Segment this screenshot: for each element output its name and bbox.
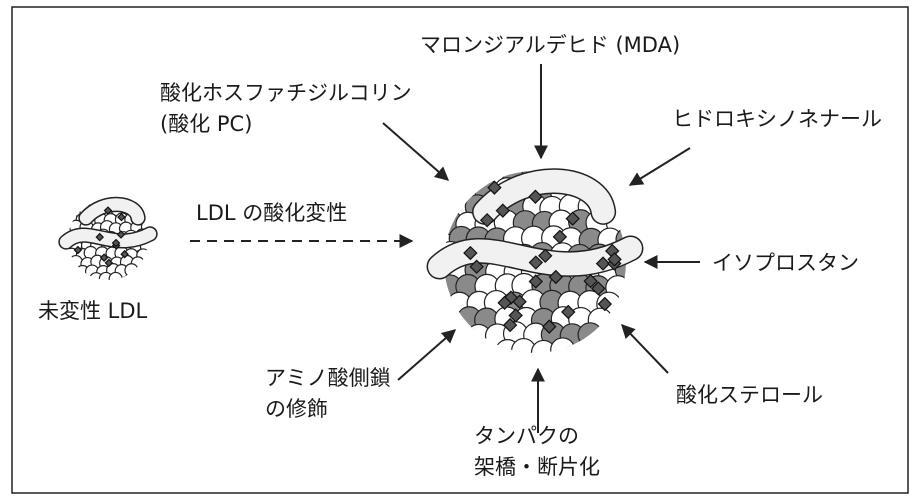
native-ldl-particle xyxy=(58,196,158,280)
oxidation-product-marker xyxy=(597,296,613,312)
oxidation-product-marker xyxy=(111,238,121,248)
lipid-sphere xyxy=(550,337,576,353)
label-mda: マロンジアルデヒド (MDA) xyxy=(420,33,680,57)
oxidation-product-marker xyxy=(99,253,109,262)
oxidized-ldl-particle xyxy=(426,168,644,353)
oxidation-product-marker xyxy=(512,294,527,309)
oxidation-product-marker xyxy=(495,203,511,218)
label-protein-line1: タンパクの xyxy=(474,424,579,448)
apob-ribbon xyxy=(473,169,615,224)
oxidation-product-marker xyxy=(508,308,523,323)
label-amino-acid-line1: アミノ酸側鎖 xyxy=(265,366,391,390)
oxidation-product-marker xyxy=(591,281,606,296)
oxidation-product-marker xyxy=(561,304,576,320)
oxidation-product-marker xyxy=(117,212,126,222)
label-hne: ヒドロキシノネナール xyxy=(672,107,882,131)
diagram-frame xyxy=(11,6,909,494)
oxidation-product-marker xyxy=(595,256,611,271)
apob-ribbon xyxy=(59,227,157,249)
oxidation-product-marker xyxy=(565,211,580,226)
oxidation-product-marker xyxy=(95,232,105,242)
oxidized-lipid-sphere xyxy=(577,322,603,348)
label-native-ldl: 未変性 LDL xyxy=(38,299,148,323)
oxidation-product-marker xyxy=(479,212,495,228)
label-oxidized-sterol: 酸化ステロール xyxy=(676,383,823,407)
arrow-amino-acid xyxy=(397,329,457,381)
label-protein-line2: 架橋・断片化 xyxy=(474,455,600,479)
arrow-oxidized-sterol xyxy=(621,323,669,374)
apob-ribbon xyxy=(79,198,145,225)
label-oxidized-pc-line2: (酸化 PC) xyxy=(160,112,252,136)
oxidation-product-marker xyxy=(552,229,568,245)
oxidation-product-marker xyxy=(538,248,553,264)
lipid-sphere xyxy=(124,263,139,278)
oxidation-product-marker xyxy=(542,319,557,334)
label-isoprostane: イソプロスタン xyxy=(712,251,859,275)
lipid-sphere xyxy=(108,271,123,280)
oxidation-product-marker xyxy=(469,259,484,274)
label-oxidized-pc-line1: 酸化ホスファチジルコリン xyxy=(160,81,412,105)
arrow-oxidized-pc xyxy=(382,122,450,181)
oxidation-product-marker xyxy=(463,245,478,261)
oxidation-product-marker xyxy=(548,269,564,285)
oxidation-product-marker xyxy=(528,255,544,270)
oxidation-product-marker xyxy=(497,295,512,311)
oxidation-product-marker xyxy=(528,189,543,204)
label-amino-acid-line2: の修飾 xyxy=(265,397,328,421)
oxidation-product-marker xyxy=(583,273,598,289)
oxidation-product-marker xyxy=(502,317,518,333)
oxidation-product-marker xyxy=(607,252,622,267)
label-ldl-oxidation: LDL の酸化変性 xyxy=(196,201,347,225)
oxidation-product-marker xyxy=(116,230,126,239)
oxidation-product-marker xyxy=(487,180,502,195)
oxidation-product-marker xyxy=(120,249,129,259)
oxidation-product-marker xyxy=(528,274,543,289)
arrow-hne xyxy=(628,147,691,186)
oxidation-product-marker xyxy=(103,206,113,215)
apob-ribbon xyxy=(428,236,642,278)
oxidation-product-marker xyxy=(73,245,83,255)
oxidation-product-marker xyxy=(104,258,114,268)
